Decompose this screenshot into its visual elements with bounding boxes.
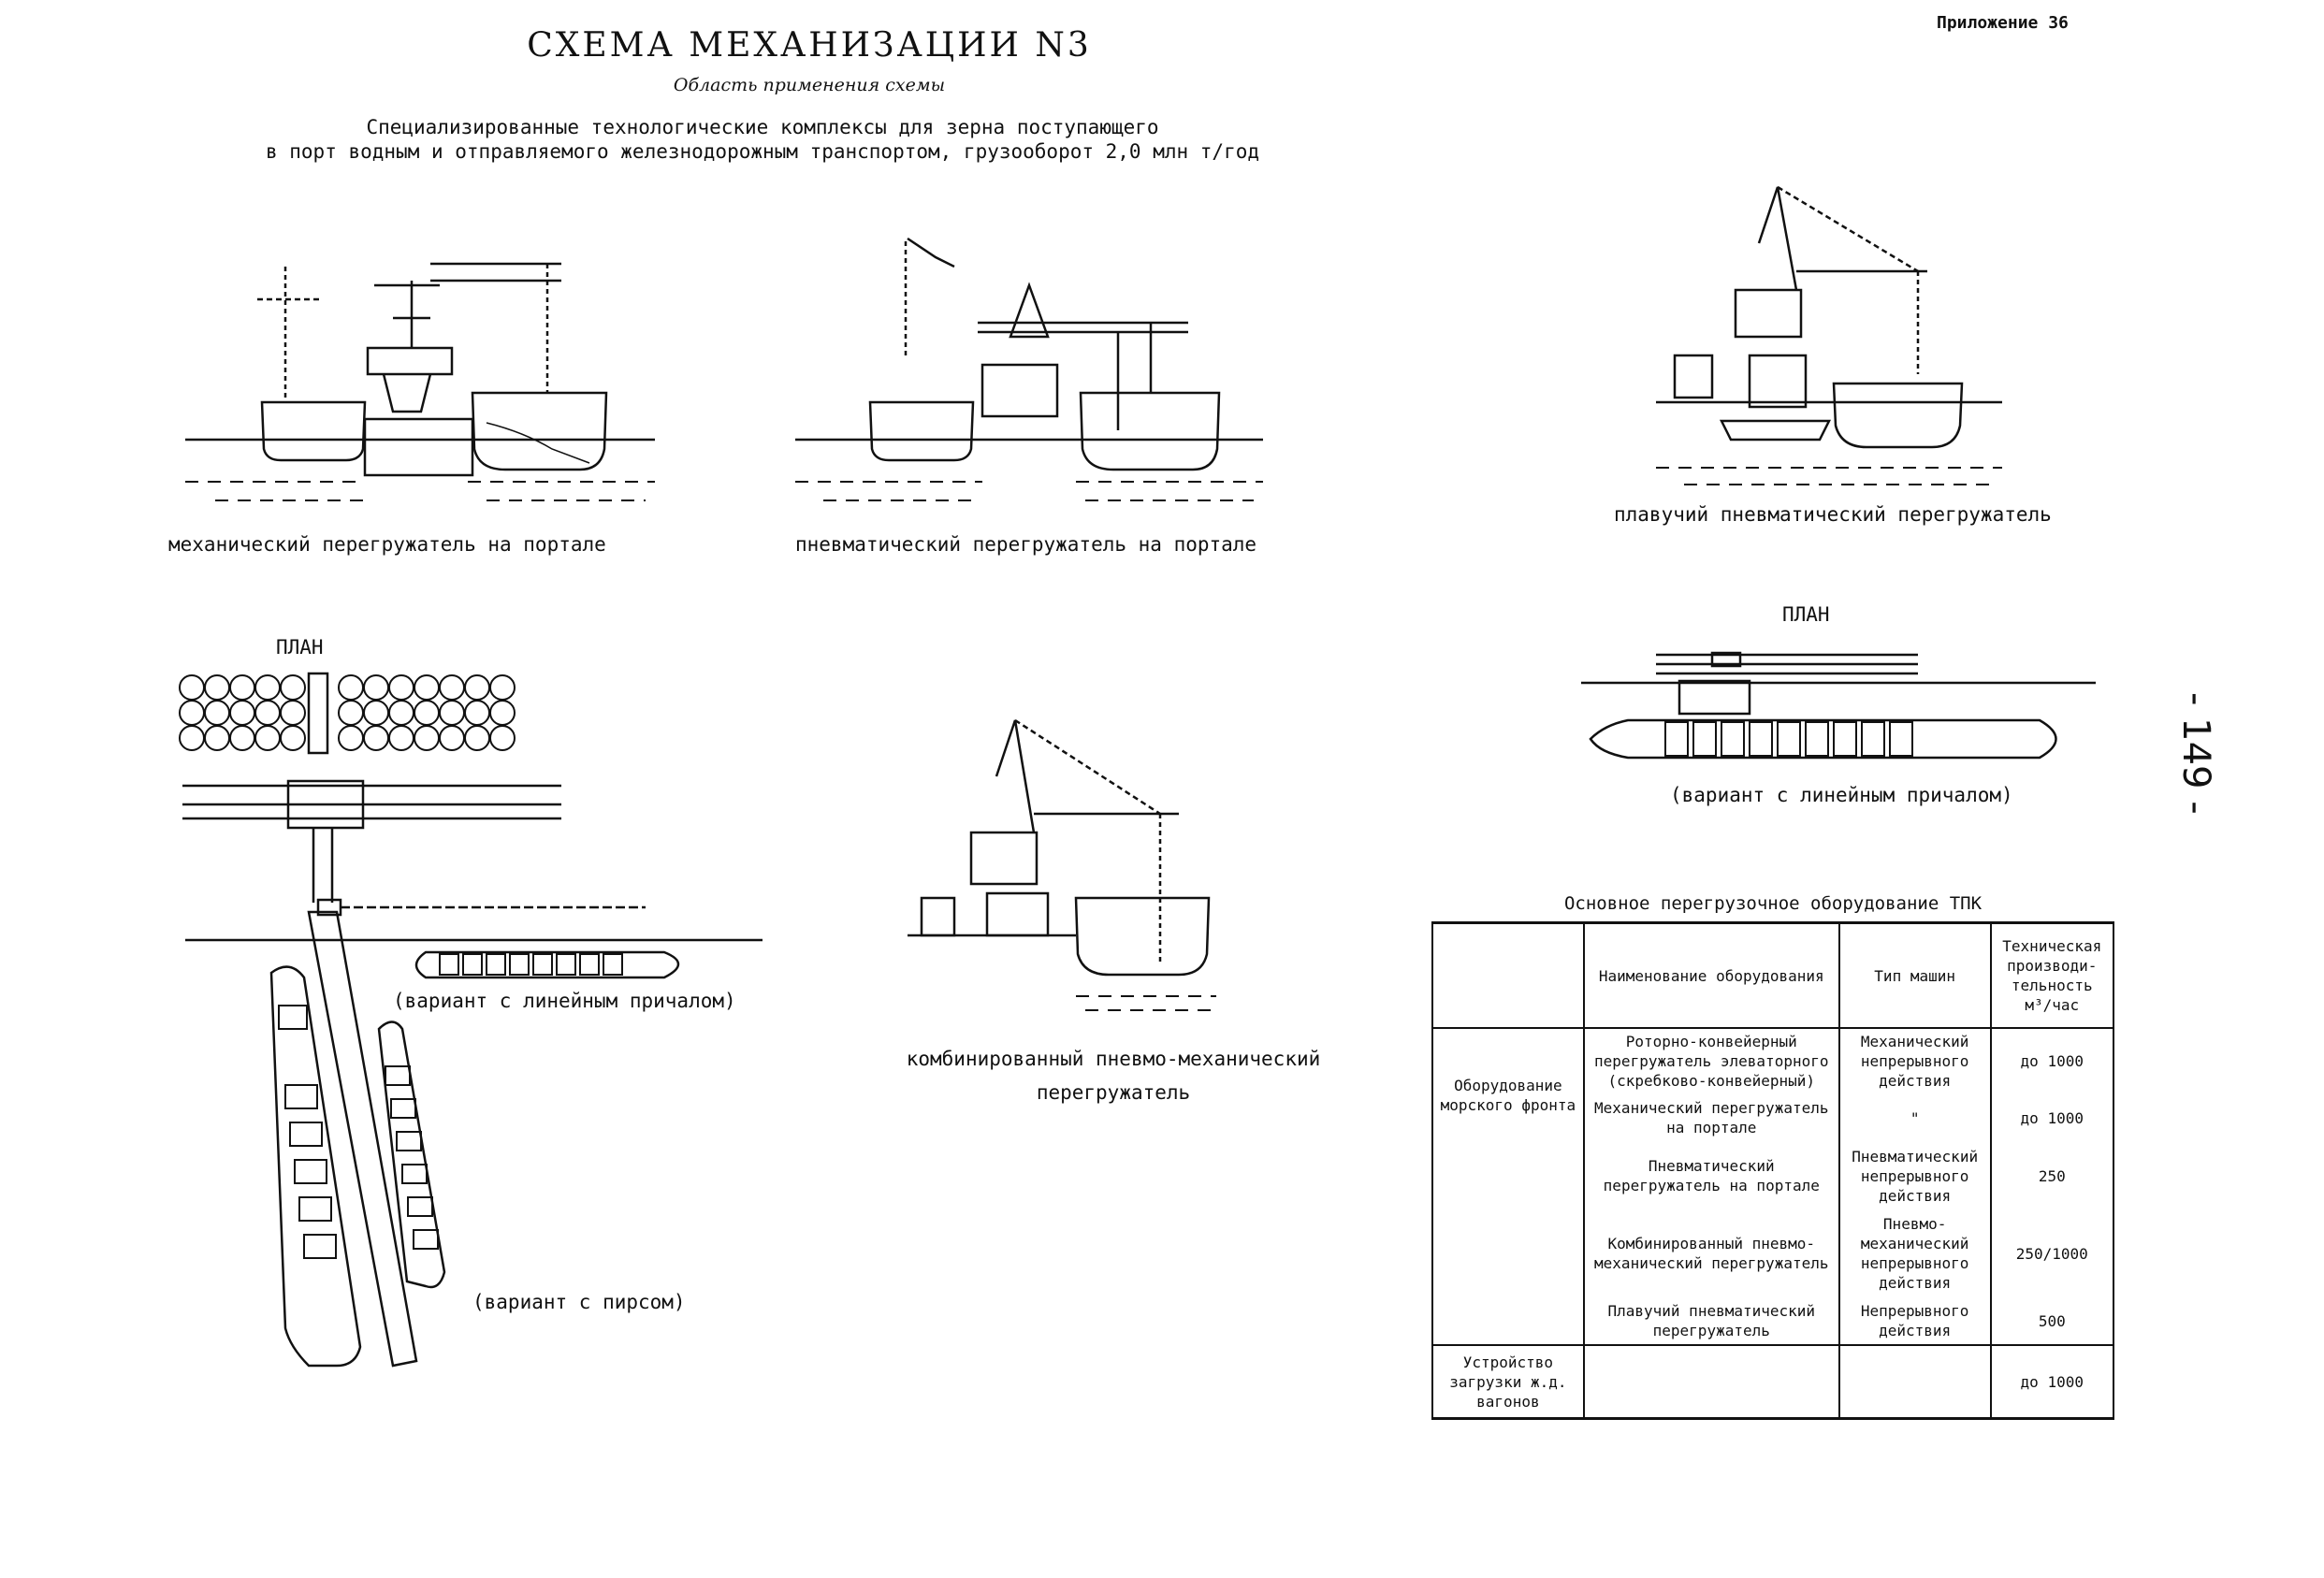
row-capacity: 250 bbox=[1989, 1142, 2115, 1209]
equipment-table-caption: Основное перегрузочное оборудование ТПК bbox=[1563, 893, 1983, 914]
plan-left-label: ПЛАН bbox=[276, 636, 324, 659]
row-name: Комбинированный пневмо-механический пере… bbox=[1582, 1209, 1840, 1297]
row-capacity: до 1000 bbox=[1989, 1028, 2115, 1093]
row-type: " bbox=[1837, 1093, 1992, 1142]
group-cell-rail: Устройство загрузки ж.д. вагонов bbox=[1431, 1344, 1585, 1420]
table-row: Плавучий пневматический перегружатель Не… bbox=[1432, 1297, 2115, 1345]
row-name: Плавучий пневматический перегружатель bbox=[1582, 1297, 1840, 1345]
row-capacity: до 1000 bbox=[1989, 1093, 2115, 1142]
row-capacity: до 1000 bbox=[1989, 1344, 2115, 1420]
appendix-label: Приложение 36 bbox=[1937, 13, 2069, 33]
table-row: Устройство загрузки ж.д. вагонов до 1000 bbox=[1431, 1344, 2115, 1420]
linear-berth-right-label: (вариант с линейным причалом) bbox=[1670, 784, 2013, 806]
row-capacity: 250/1000 bbox=[1989, 1209, 2115, 1297]
combined-transshipper-caption-line1: комбинированный пневмо-механический bbox=[906, 1048, 1321, 1070]
mechanical-transshipper-caption: механический перегружатель на портале bbox=[168, 533, 606, 556]
header-cell-type: Тип машин bbox=[1837, 921, 1992, 1029]
scheme-title: СХЕМА МЕХАНИЗАЦИИ N3 bbox=[527, 26, 1092, 65]
row-name: Механический перегружатель на портале bbox=[1582, 1093, 1840, 1142]
row-capacity: 500 bbox=[1989, 1297, 2115, 1345]
row-type: Пневмо-механический непрерывного действи… bbox=[1837, 1209, 1992, 1297]
equipment-table: Наименование оборудования Тип машин Техн… bbox=[1431, 921, 2115, 1420]
table-row: Комбинированный пневмо-механический пере… bbox=[1432, 1209, 2115, 1297]
pneumatic-transshipper-drawing bbox=[795, 237, 1263, 501]
floating-transshipper-caption: плавучий пневматический перегружатель bbox=[1614, 503, 2052, 526]
pier-variant-label: (вариант с пирсом) bbox=[472, 1291, 686, 1313]
header-cell-group bbox=[1431, 921, 1585, 1029]
row-name: Роторно-конвейерный перегружатель элеват… bbox=[1582, 1028, 1840, 1093]
row-name-empty bbox=[1582, 1344, 1840, 1420]
linear-berth-left-label: (вариант с линейным причалом) bbox=[393, 990, 736, 1012]
header-cell-name: Наименование оборудования bbox=[1582, 921, 1840, 1029]
left-plan-drawing bbox=[179, 672, 763, 1368]
row-type: Пневматический непрерывного действия bbox=[1837, 1142, 1992, 1209]
mechanical-transshipper-drawing bbox=[185, 262, 655, 501]
right-plan-drawing bbox=[1581, 651, 2096, 760]
pneumatic-transshipper-caption: пневматический перегружатель на портале bbox=[795, 533, 1257, 556]
row-name: Пневматический перегружатель на портале bbox=[1582, 1142, 1840, 1209]
floating-transshipper-drawing bbox=[1656, 185, 2002, 485]
table-row: Пневматический перегружатель на портале … bbox=[1432, 1142, 2115, 1209]
row-type: Непрерывного действия bbox=[1837, 1297, 1992, 1345]
table-header-row: Наименование оборудования Тип машин Техн… bbox=[1431, 921, 2115, 1029]
group-cell-sea: Оборудование морского фронта bbox=[1431, 1028, 1585, 1345]
row-type-empty bbox=[1837, 1344, 1992, 1420]
combined-transshipper-drawing bbox=[908, 718, 1216, 1011]
scheme-description-line2: в порт водным и отправляемого железнодор… bbox=[265, 140, 1260, 163]
scheme-subtitle: Область применения схемы bbox=[673, 75, 946, 95]
table-row: Оборудование морского фронта Роторно-кон… bbox=[1431, 1028, 2115, 1345]
combined-transshipper-caption-line2: перегружатель bbox=[1036, 1081, 1191, 1104]
plan-right-label: ПЛАН bbox=[1782, 603, 1830, 626]
scheme-description-line1: Специализированные технологические компл… bbox=[366, 116, 1159, 138]
table-row: Механический перегружатель на портале " … bbox=[1432, 1093, 2115, 1142]
row-type: Механический непрерывного действия bbox=[1837, 1028, 1992, 1093]
header-cell-capacity: Техническая производи-тельность м³/час bbox=[1989, 921, 2115, 1029]
